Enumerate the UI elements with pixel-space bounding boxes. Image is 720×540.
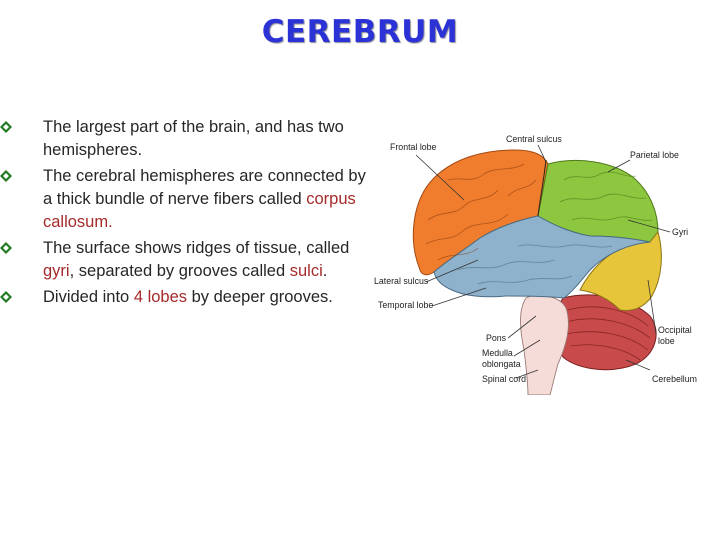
central-sulcus-line bbox=[537, 159, 547, 217]
bullet-text: Divided into bbox=[43, 288, 134, 306]
label-occipital-lobe: lobe bbox=[658, 336, 675, 346]
label-temporal-lobe: Temporal lobe bbox=[378, 300, 433, 310]
diamond-bullet-icon bbox=[0, 291, 12, 303]
bullet-list: The largest part of the brain, and has t… bbox=[0, 116, 366, 312]
bullet-text: The surface shows ridges of tissue, call… bbox=[43, 239, 350, 257]
highlight-gyri: gyri bbox=[43, 262, 70, 280]
bullet-item: The surface shows ridges of tissue, call… bbox=[0, 237, 366, 283]
diamond-bullet-icon bbox=[0, 242, 12, 254]
bullet-item: Divided into 4 lobes by deeper grooves. bbox=[0, 286, 366, 309]
label-medulla: Medulla bbox=[482, 348, 513, 358]
parietal-gyri-texture bbox=[559, 171, 653, 221]
highlight-4-lobes: 4 lobes bbox=[133, 288, 188, 306]
label-occipital: Occipital bbox=[658, 325, 692, 335]
bullet-text: The cerebral hemispheres are connected b… bbox=[43, 167, 366, 208]
brainstem-shape bbox=[520, 294, 569, 395]
label-central-sulcus: Central sulcus bbox=[506, 134, 562, 144]
temporal-gyri-texture bbox=[457, 244, 613, 285]
highlight-corpus-callosum: corpus callosum. bbox=[43, 190, 356, 231]
label-oblongata: oblongata bbox=[482, 359, 521, 369]
label-cerebellum: Cerebellum bbox=[652, 374, 697, 384]
frontal-gyri-texture bbox=[425, 163, 537, 261]
bullet-text: The largest part of the brain, and has t… bbox=[43, 118, 344, 159]
highlight-sulci: sulci bbox=[289, 262, 323, 280]
brain-diagram: Frontal lobe Central sulcus Parietal lob… bbox=[368, 120, 716, 395]
leader-lines bbox=[415, 144, 671, 379]
bullet-text: by deeper grooves. bbox=[187, 288, 333, 306]
bullet-text: , separated by grooves called bbox=[69, 262, 290, 280]
label-spinal-cord: Spinal cord bbox=[482, 374, 526, 384]
label-parietal-lobe: Parietal lobe bbox=[630, 150, 679, 160]
bullet-item: The largest part of the brain, and has t… bbox=[0, 116, 366, 162]
diamond-bullet-icon bbox=[0, 170, 12, 182]
temporal-lobe-shape bbox=[433, 215, 651, 299]
label-pons: Pons bbox=[486, 333, 507, 343]
diamond-bullet-icon bbox=[0, 121, 12, 133]
brain-illustration: Frontal lobe Central sulcus Parietal lob… bbox=[374, 134, 697, 395]
label-lateral-sulcus: Lateral sulcus bbox=[374, 276, 429, 286]
slide-title: CEREBRUM bbox=[261, 14, 459, 50]
label-gyri: Gyri bbox=[672, 227, 688, 237]
bullet-item: The cerebral hemispheres are connected b… bbox=[0, 165, 366, 234]
bullet-text: . bbox=[322, 262, 328, 280]
label-frontal-lobe: Frontal lobe bbox=[390, 142, 437, 152]
